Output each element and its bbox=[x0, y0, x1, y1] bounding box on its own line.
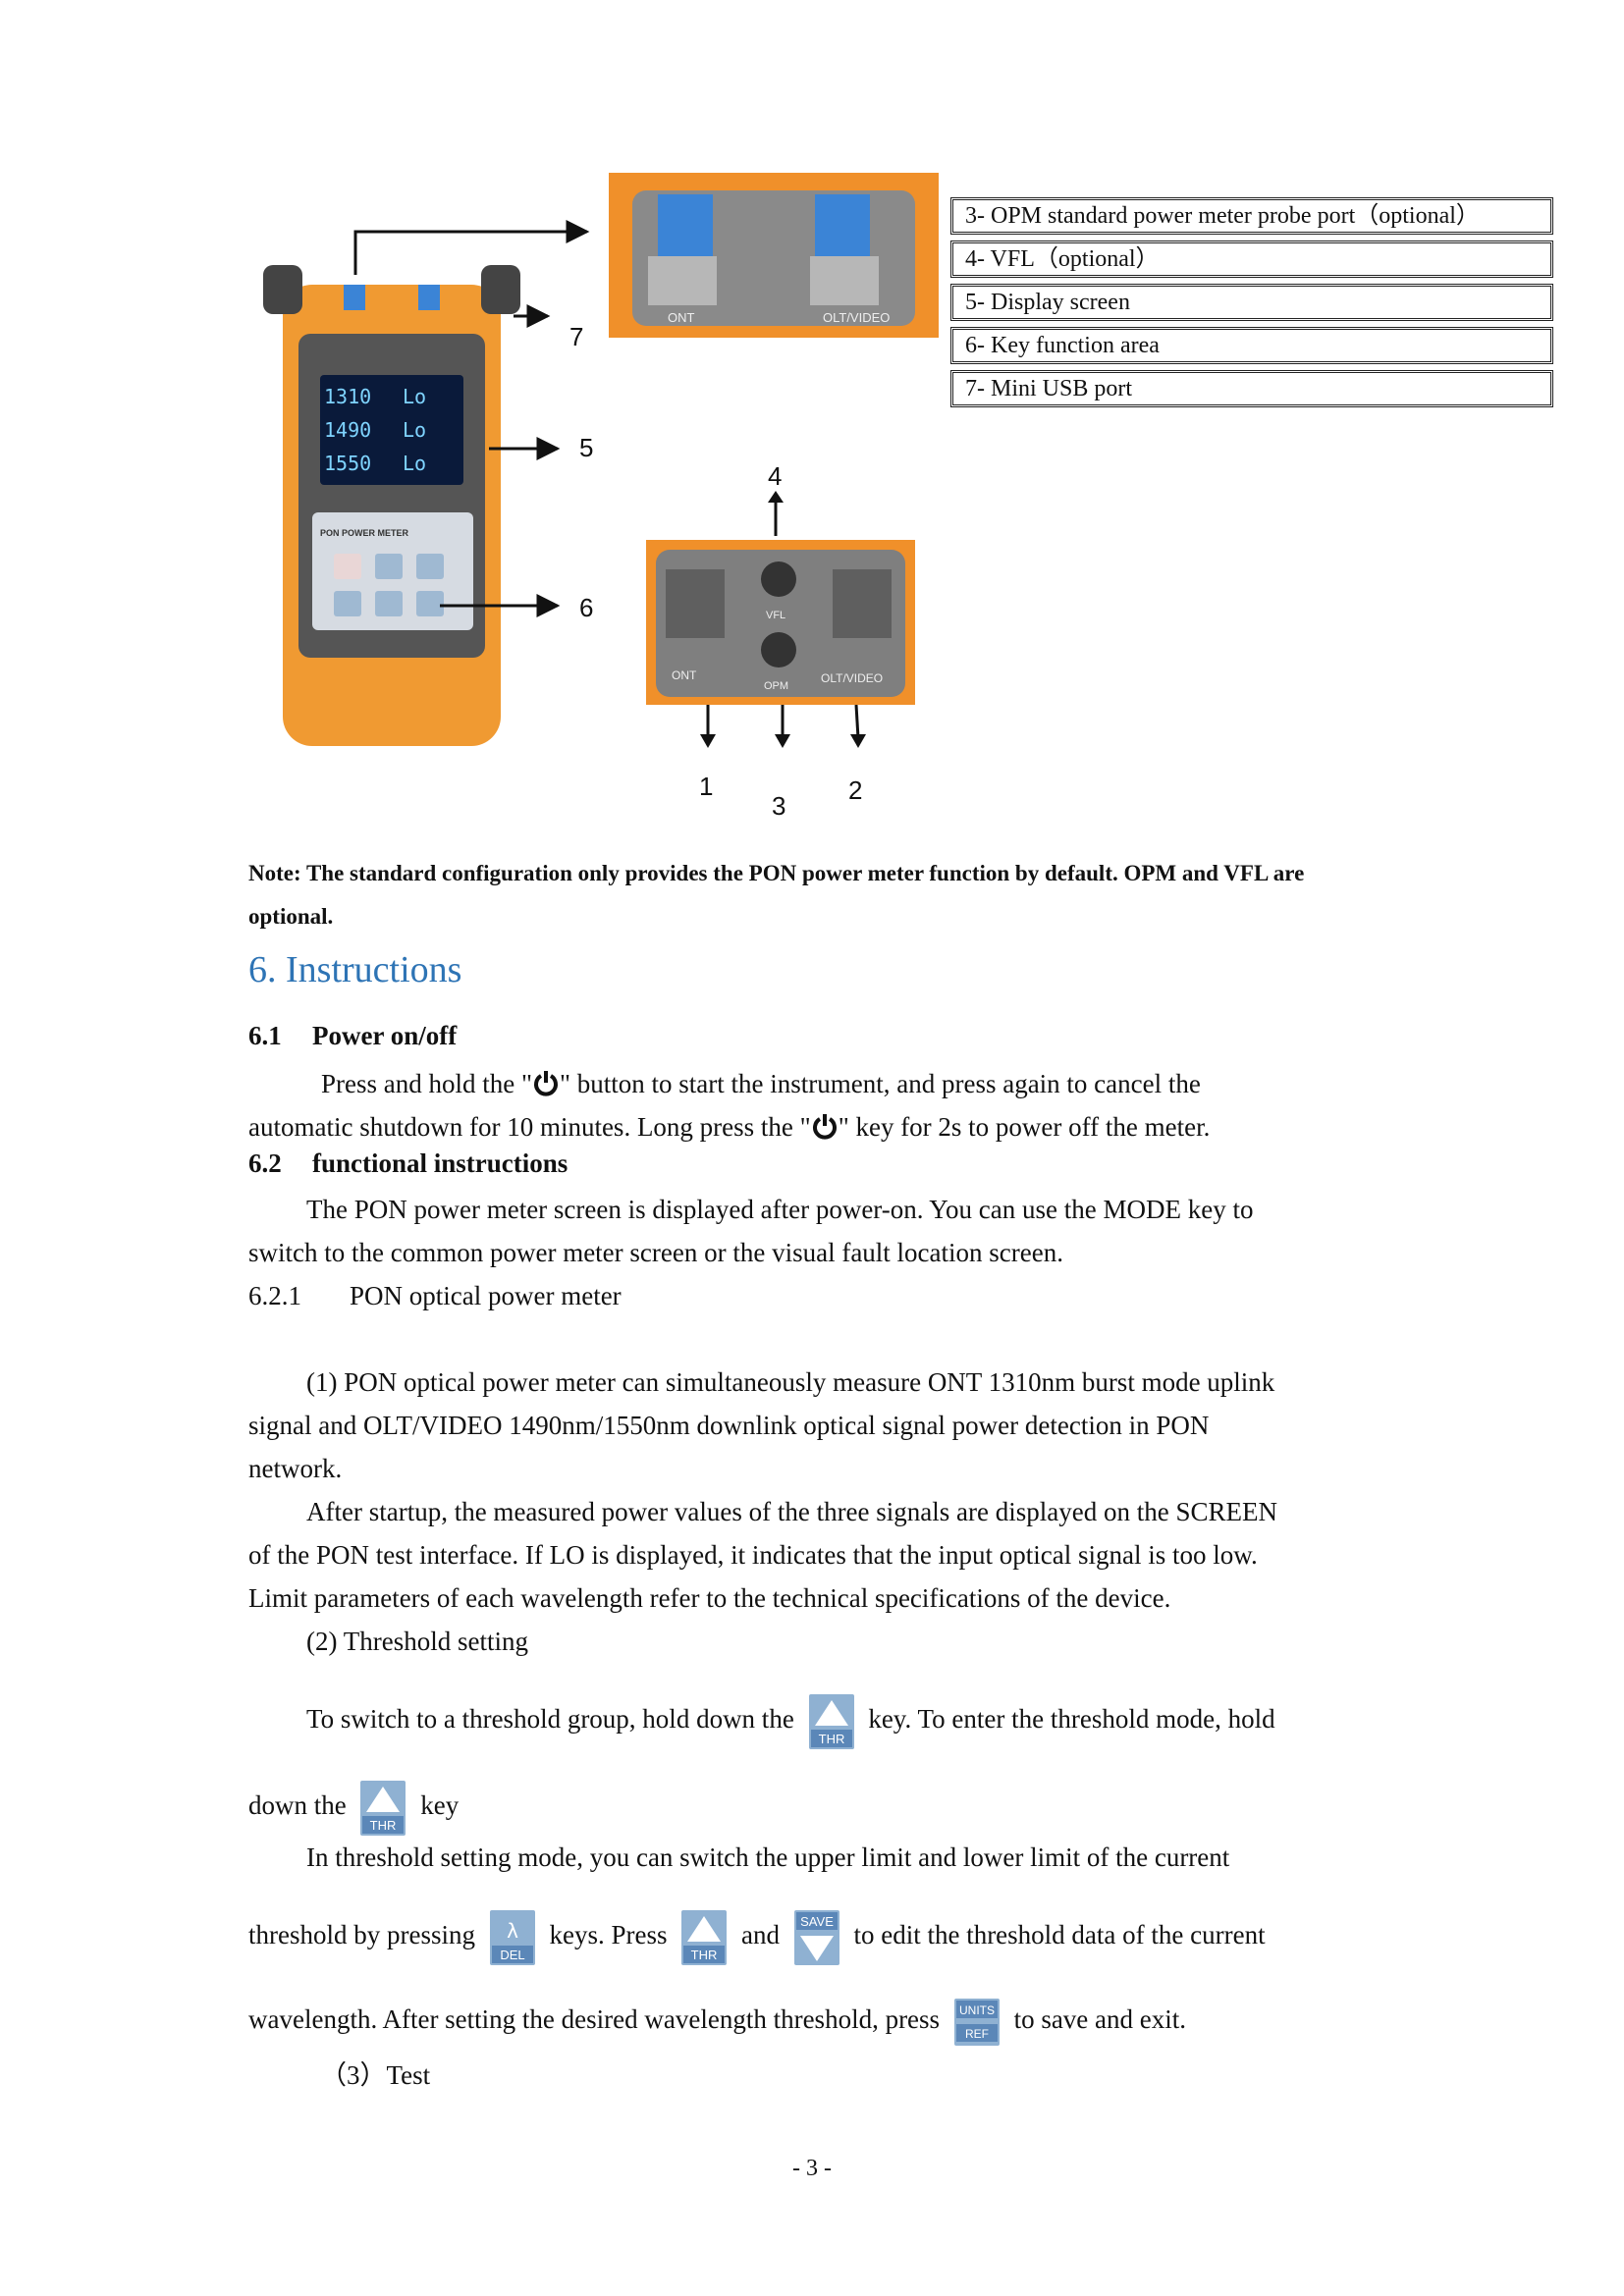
paragraph-line: （3）Test bbox=[320, 2060, 431, 2090]
vfl-label: VFL bbox=[766, 610, 785, 621]
text-run: keys. Press bbox=[549, 1920, 668, 1950]
text-run: automatic shutdown for 10 minutes. Long … bbox=[248, 1112, 811, 1142]
screen-value: Lo bbox=[403, 452, 427, 475]
key-label: UNITS bbox=[959, 2003, 995, 2017]
opm-label: OPM bbox=[764, 680, 788, 692]
units-ref-key-icon: UNITS REF bbox=[953, 1995, 1000, 2050]
subsection-title: functional instructions bbox=[312, 1148, 568, 1178]
screen-wavelength: 1550 bbox=[324, 452, 372, 475]
paragraph-line: automatic shutdown for 10 minutes. Long … bbox=[248, 1105, 1210, 1148]
olt-video-label: OLT/VIDEO bbox=[823, 310, 890, 325]
paragraph-line: (1) PON optical power meter can simultan… bbox=[306, 1367, 1275, 1397]
ont-label: ONT bbox=[672, 668, 697, 682]
thr-key-icon: THR bbox=[681, 1910, 728, 1965]
paragraph-line: wavelength. After setting the desired wa… bbox=[248, 1995, 1186, 2050]
key-label: λ bbox=[507, 1919, 518, 1943]
callout-arrows bbox=[353, 220, 590, 617]
ont-label: ONT bbox=[668, 310, 695, 325]
callout-2: 2 bbox=[848, 775, 863, 805]
save-key-icon: SAVE bbox=[793, 1910, 839, 1965]
subsubsection-title: PON optical power meter bbox=[350, 1281, 622, 1310]
text-run: " key for 2s to power off the meter. bbox=[838, 1112, 1211, 1142]
text-run: key bbox=[420, 1790, 460, 1821]
key-label: THR bbox=[818, 1732, 844, 1746]
subsection-title: Power on/off bbox=[312, 1021, 458, 1050]
text-run: down the bbox=[248, 1790, 347, 1821]
key-label: SAVE bbox=[800, 1914, 834, 1929]
key-label: THR bbox=[691, 1948, 718, 1962]
callout-4: 4 bbox=[768, 461, 783, 491]
subsection-number: 6.1 bbox=[248, 1021, 282, 1050]
power-icon bbox=[812, 1114, 837, 1140]
save-key bbox=[375, 591, 403, 616]
legend-row: 6- Key function area bbox=[950, 327, 1553, 364]
screen-wavelength: 1310 bbox=[324, 385, 372, 408]
paragraph-line: of the PON test interface. If LO is disp… bbox=[248, 1540, 1258, 1570]
legend-row: 3- OPM standard power meter probe port（o… bbox=[950, 197, 1553, 235]
power-icon bbox=[534, 1071, 558, 1096]
key-label: DEL bbox=[500, 1948, 524, 1962]
callout-1: 1 bbox=[699, 772, 714, 801]
paragraph-line: (2) Threshold setting bbox=[306, 1627, 528, 1656]
arrows-down-1-3-2 bbox=[700, 705, 866, 748]
text-run: and bbox=[740, 1920, 780, 1950]
section-heading: 6. Instructions bbox=[248, 949, 462, 990]
page-number: - 3 - bbox=[792, 2156, 832, 2181]
panel-title: PON POWER METER bbox=[320, 528, 409, 538]
paragraph-line: After startup, the measured power values… bbox=[306, 1497, 1277, 1526]
paragraph-line: network. bbox=[248, 1454, 343, 1483]
power-key bbox=[334, 554, 361, 579]
subsubsection-number: 6.2.1 bbox=[248, 1281, 301, 1310]
paragraph-line: down the THR key bbox=[248, 1781, 459, 1836]
paragraph-line: To switch to a threshold group, hold dow… bbox=[306, 1694, 1275, 1749]
note-paragraph: Note: The standard configuration only pr… bbox=[248, 861, 1305, 929]
text-run: wavelength. After setting the desired wa… bbox=[248, 2004, 941, 2035]
units-ref-key bbox=[416, 554, 444, 579]
callout-3: 3 bbox=[772, 791, 786, 821]
text-run: To switch to a threshold group, hold dow… bbox=[306, 1704, 794, 1735]
paragraph-line: switch to the common power meter screen … bbox=[248, 1238, 1063, 1267]
arrow-up-4 bbox=[768, 491, 784, 536]
screen-wavelength: 1490 bbox=[324, 418, 372, 442]
port-legend-table: 3- OPM standard power meter probe port（o… bbox=[950, 197, 1553, 413]
legend-row: 5- Display screen bbox=[950, 284, 1553, 321]
paragraph-line: signal and OLT/VIDEO 1490nm/1550nm downl… bbox=[248, 1411, 1210, 1440]
legend-row: 7- Mini USB port bbox=[950, 370, 1553, 407]
bottom-ports-photo: ONT VFL OPM OLT/VIDEO bbox=[646, 540, 915, 705]
screen-value: Lo bbox=[403, 385, 427, 408]
paragraph-line: Press and hold the " " button to start th… bbox=[321, 1062, 1201, 1105]
device-key-panel bbox=[312, 512, 473, 630]
callout-5: 5 bbox=[579, 433, 594, 462]
key-label: REF bbox=[965, 2027, 989, 2041]
key-label: THR bbox=[370, 1818, 397, 1833]
text-run: to save and exit. bbox=[1013, 2004, 1187, 2035]
text-run: Press and hold the " bbox=[321, 1069, 532, 1098]
device-display-screen: 1310 1490 1550 Lo Lo Lo bbox=[320, 375, 463, 485]
thr-key bbox=[375, 554, 403, 579]
screen-value: Lo bbox=[403, 418, 427, 442]
callout-7: 7 bbox=[569, 322, 584, 351]
del-key bbox=[416, 591, 444, 616]
paragraph-line: In threshold setting mode, you can switc… bbox=[306, 1842, 1230, 1872]
pon-power-meter-device-photo: 1310 1490 1550 Lo Lo Lo PON POWER METER bbox=[263, 245, 520, 756]
text-run: " button to start the instrument, and pr… bbox=[560, 1069, 1201, 1098]
text-run: to edit the threshold data of the curren… bbox=[853, 1920, 1266, 1950]
thr-key-icon: THR bbox=[360, 1781, 406, 1836]
thr-key-icon: THR bbox=[808, 1694, 854, 1749]
legend-row: 4- VFL（optional） bbox=[950, 240, 1553, 278]
paragraph-line: Limit parameters of each wavelength refe… bbox=[248, 1583, 1171, 1613]
text-run: key. To enter the threshold mode, hold bbox=[868, 1704, 1275, 1735]
callout-6: 6 bbox=[579, 593, 594, 622]
paragraph-line: The PON power meter screen is displayed … bbox=[306, 1195, 1254, 1224]
mode-key bbox=[334, 591, 361, 616]
top-ports-photo: ONT OLT/VIDEO bbox=[609, 173, 939, 338]
text-run: threshold by pressing bbox=[248, 1920, 475, 1950]
subsection-number: 6.2 bbox=[248, 1148, 282, 1178]
olt-video-label: OLT/VIDEO bbox=[821, 671, 883, 685]
